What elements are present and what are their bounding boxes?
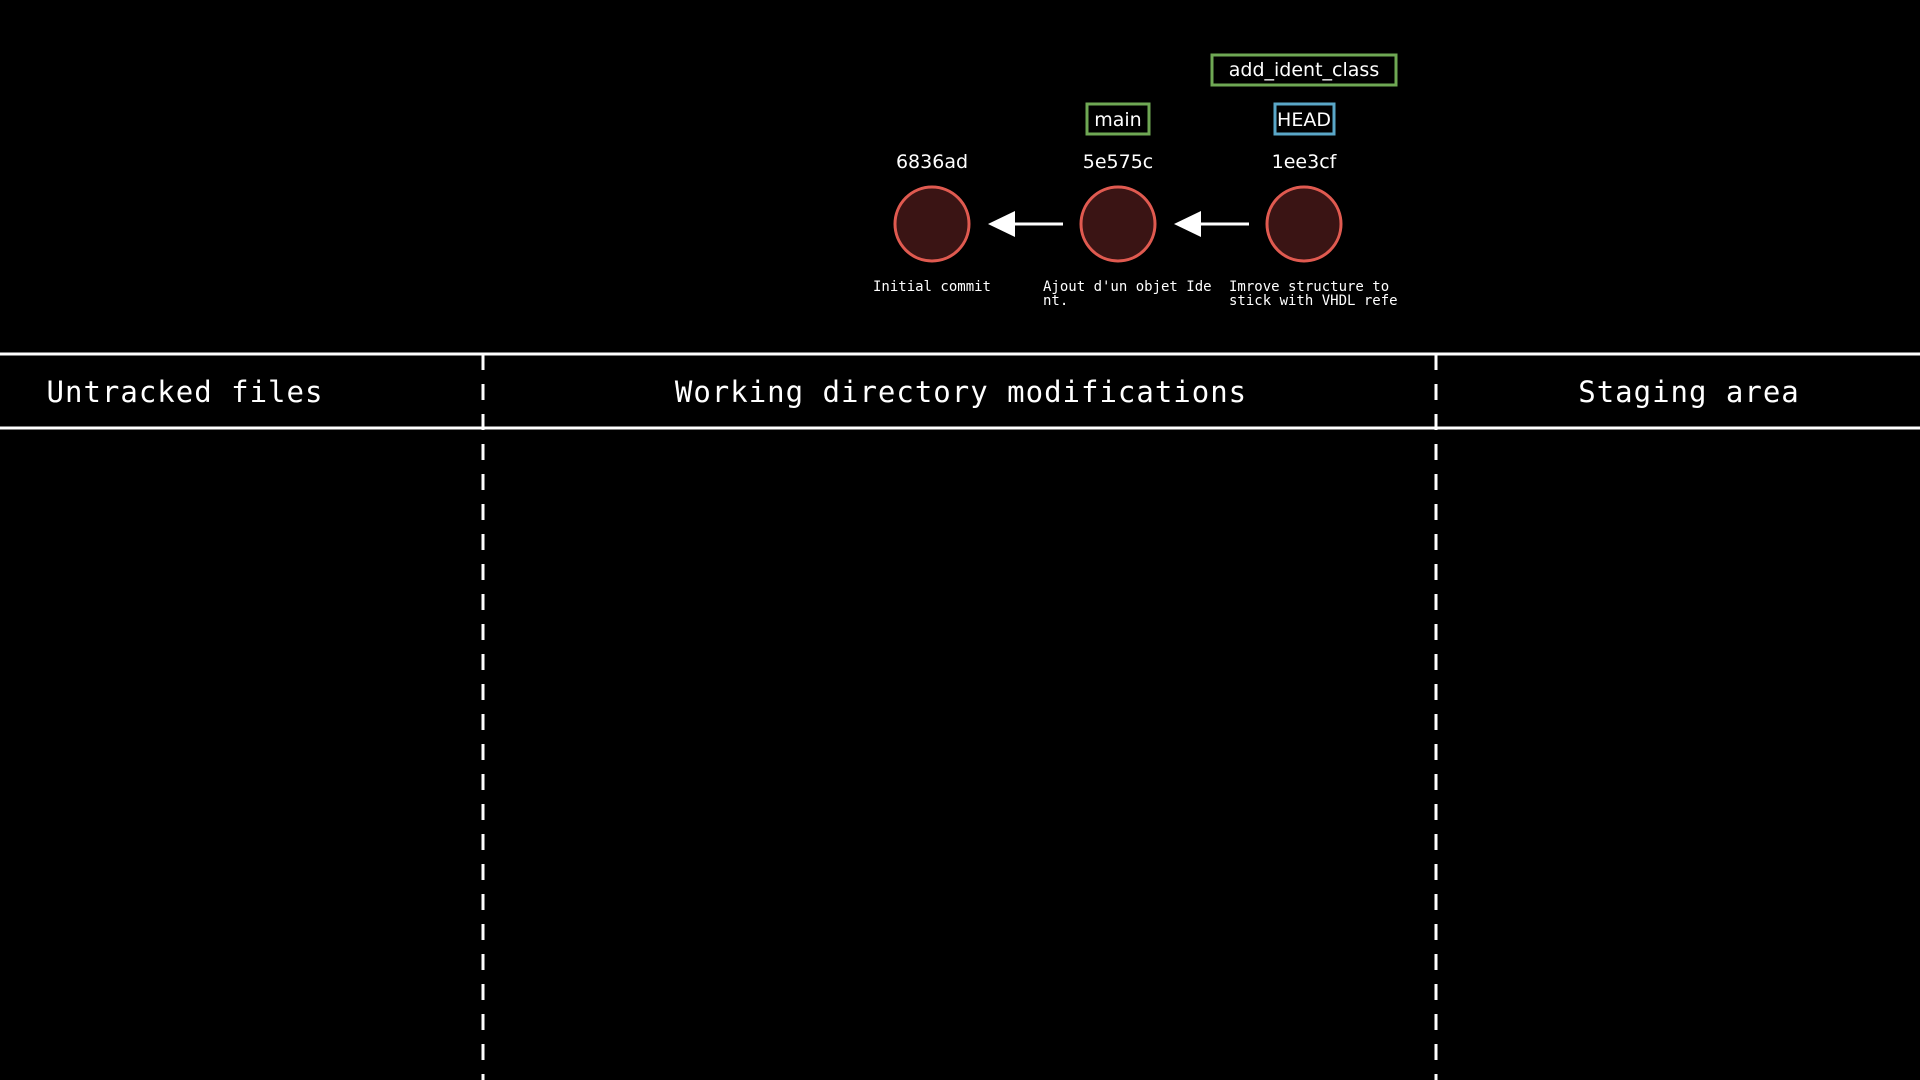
zone-label-working: Working directory modifications <box>675 375 1247 409</box>
branch-label-main: main <box>1085 102 1151 136</box>
commit-hash-5e575c: 5e575c <box>1083 151 1154 173</box>
commit-hash-1ee3cf: 1ee3cf <box>1272 151 1338 173</box>
parent-arrow-1ee3cf-to-5e575c <box>1174 211 1249 237</box>
zone-label-staging: Staging area <box>1578 375 1800 409</box>
commit-node-5e575c[interactable] <box>1079 185 1157 263</box>
parent-arrow-5e575c-to-6836ad <box>988 211 1063 237</box>
zone-label-untracked: Untracked files <box>47 375 324 409</box>
commit-node-1ee3cf[interactable] <box>1265 185 1343 263</box>
commit-message-1ee3cf-line-2: stick with VHDL refe <box>1229 293 1398 309</box>
branch-name-add-ident-class: add_ident_class <box>1229 59 1379 81</box>
head-label: HEAD <box>1273 102 1336 136</box>
branch-name-main: main <box>1094 109 1141 131</box>
branch-label-add-ident-class: add_ident_class <box>1210 53 1398 87</box>
commit-message-6836ad: Initial commit <box>873 279 991 295</box>
commit-message-1ee3cf-line-1: Imrove structure to <box>1229 279 1389 295</box>
commit-hash-6836ad: 6836ad <box>896 151 968 173</box>
head-name: HEAD <box>1277 109 1331 131</box>
commit-message-5e575c-line-1: Ajout d'un objet Ide <box>1043 279 1212 295</box>
commit-node-6836ad[interactable] <box>893 185 971 263</box>
commit-message-5e575c-line-2: nt. <box>1043 293 1068 309</box>
